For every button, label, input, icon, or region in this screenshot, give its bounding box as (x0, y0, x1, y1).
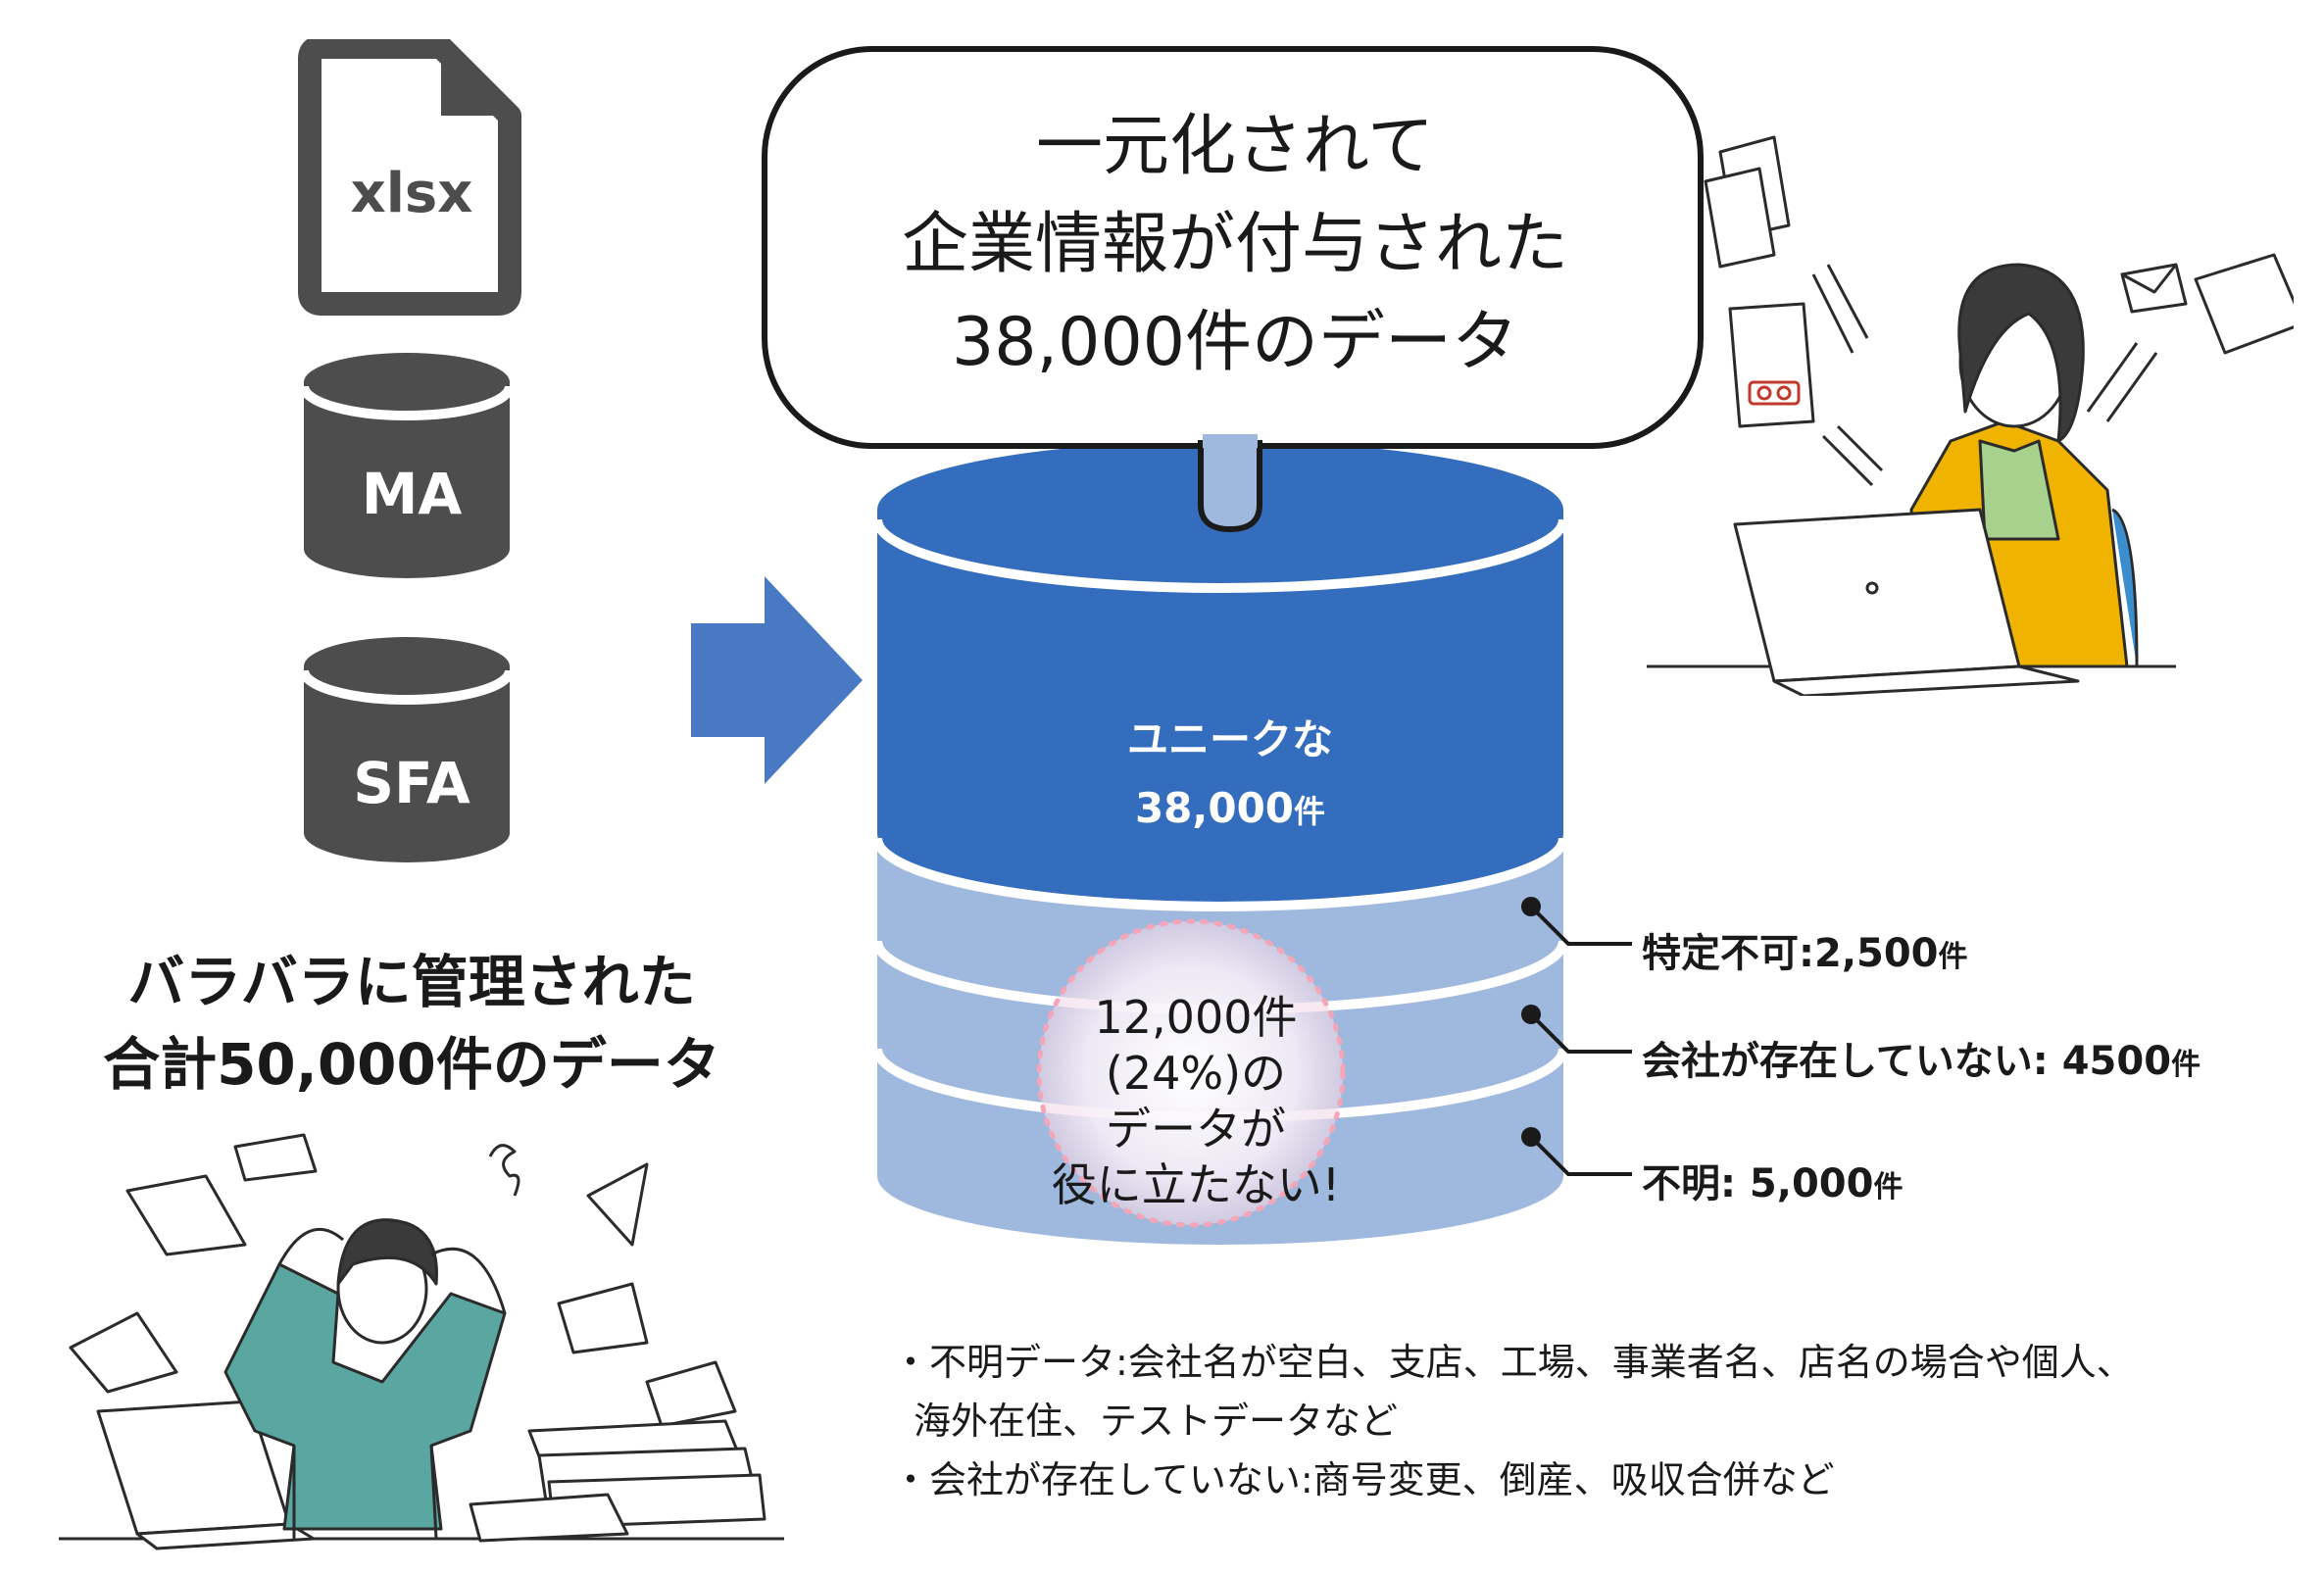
callout-unknown-unit: 件 (1873, 1170, 1904, 1204)
xlsx-file-icon (298, 39, 521, 316)
speech-bubble (762, 46, 1704, 533)
stressed-person-illustration (59, 1133, 784, 1550)
left-caption-line1: バラバラに管理された (127, 949, 696, 1015)
callout-unknown-text: 不明: 5,000 (1642, 1161, 1874, 1206)
useless-data-label: 12,000件 (24%)の データが 役に立たない! (1000, 990, 1392, 1213)
source-icons-group (298, 39, 521, 862)
callout-nonexistent-unit: 件 (2171, 1048, 2201, 1082)
footnote-line2: 海外在住、テストデータなど (914, 1400, 1399, 1443)
footnotes: ・不明データ:会社名が空白、支店、工場、事業者名、店名の場合や個人、 海外在住、… (892, 1333, 2134, 1509)
useless-line2: (24%)の (1105, 1047, 1287, 1100)
left-caption-line2: 合計50,000件のデータ (103, 1031, 720, 1098)
bubble-line3: 38,000件のデータ (952, 304, 1518, 381)
happy-person-illustration (1647, 135, 2294, 696)
useless-line1: 12,000件 (1094, 991, 1298, 1044)
useless-line3: データが (1106, 1103, 1286, 1155)
sfa-database-icon (299, 637, 515, 862)
callout-nonexistent-company: 会社が存在していない: 4500件 (1642, 1029, 2200, 1086)
database-unique-segment (877, 510, 1563, 902)
flow-arrow (691, 576, 863, 784)
xlsx-label: xlsx (350, 162, 473, 225)
callout-unidentifiable-unit: 件 (1938, 940, 1968, 974)
unique-unit: 件 (1294, 793, 1326, 830)
ma-database-icon (299, 353, 515, 578)
callout-unknown: 不明: 5,000件 (1642, 1152, 1903, 1208)
callout-unidentifiable: 特定不可:2,500件 (1642, 921, 1968, 978)
highlight-glow (1039, 921, 1343, 1225)
callout-leaders (1529, 905, 1632, 1176)
callout-nonexistent-text: 会社が存在していない: 4500 (1642, 1039, 2172, 1084)
bubble-line2: 企業情報が付与された (901, 206, 1568, 283)
left-caption: バラバラに管理された 合計50,000件のデータ (59, 941, 765, 1106)
highlight-ring (1036, 918, 1346, 1228)
bubble-text: 一元化されて 企業情報が付与された 38,000件のデータ (814, 98, 1656, 392)
sfa-label: SFA (353, 750, 470, 816)
unique-count-label: ユニークな 38,000件 (1059, 706, 1402, 846)
ma-label: MA (361, 461, 463, 527)
useless-line4: 役に立たない! (1051, 1158, 1341, 1211)
callout-unidentifiable-text: 特定不可:2,500 (1642, 931, 1939, 976)
footnote-line1: ・不明データ:会社名が空白、支店、工場、事業者名、店名の場合や個人、 (892, 1341, 2134, 1384)
bubble-line1: 一元化されて (1036, 108, 1434, 185)
unique-line1: ユニークな (1126, 715, 1333, 763)
unique-count: 38,000 (1134, 784, 1295, 832)
footnote-line3: ・会社が存在していない:商号変更、倒産、吸収合併など (892, 1458, 1835, 1501)
